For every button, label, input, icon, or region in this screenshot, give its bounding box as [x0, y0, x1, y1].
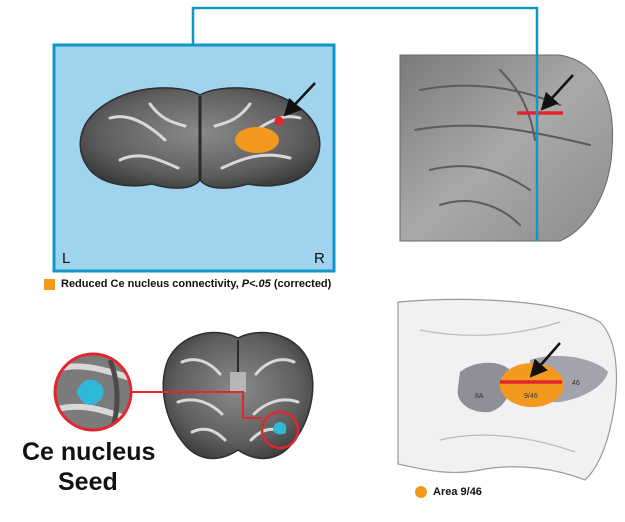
area-label-946: 9/46 [524, 393, 538, 400]
area-946-region [500, 363, 564, 407]
legend-area-text: Area 9/46 [433, 486, 482, 498]
legend-swatch-orange [44, 279, 55, 290]
area-label-8a: 8A [475, 393, 484, 400]
red-marker-dot [275, 117, 284, 126]
reduced-connectivity-cluster [235, 127, 279, 153]
seed-zoom-inset [55, 354, 131, 430]
hemisphere-label-left: L [62, 250, 70, 267]
legend-text-prefix: Reduced Ce nucleus connectivity, [61, 278, 242, 290]
seed-label-line1: Ce nucleus [22, 438, 155, 467]
legend-text-suffix: (corrected) [271, 278, 332, 290]
area-label-46: 46 [572, 380, 580, 387]
legend-reduced-connectivity: Reduced Ce nucleus connectivity, P<.05 (… [44, 278, 331, 290]
hemisphere-label-right: R [314, 250, 325, 267]
legend-text-stat: P<.05 [242, 278, 271, 290]
area-map-schematic: 8A 9/46 46 [398, 298, 618, 508]
coronal-section-top [80, 83, 319, 188]
lateral-brain-view-top [400, 55, 613, 241]
legend-text: Reduced Ce nucleus connectivity, P<.05 (… [61, 278, 331, 290]
seed-label-line2: Seed [58, 468, 118, 497]
legend-dot-orange [415, 486, 427, 498]
legend-area-946: Area 9/46 [415, 486, 482, 498]
coronal-section-bottom [163, 333, 312, 459]
